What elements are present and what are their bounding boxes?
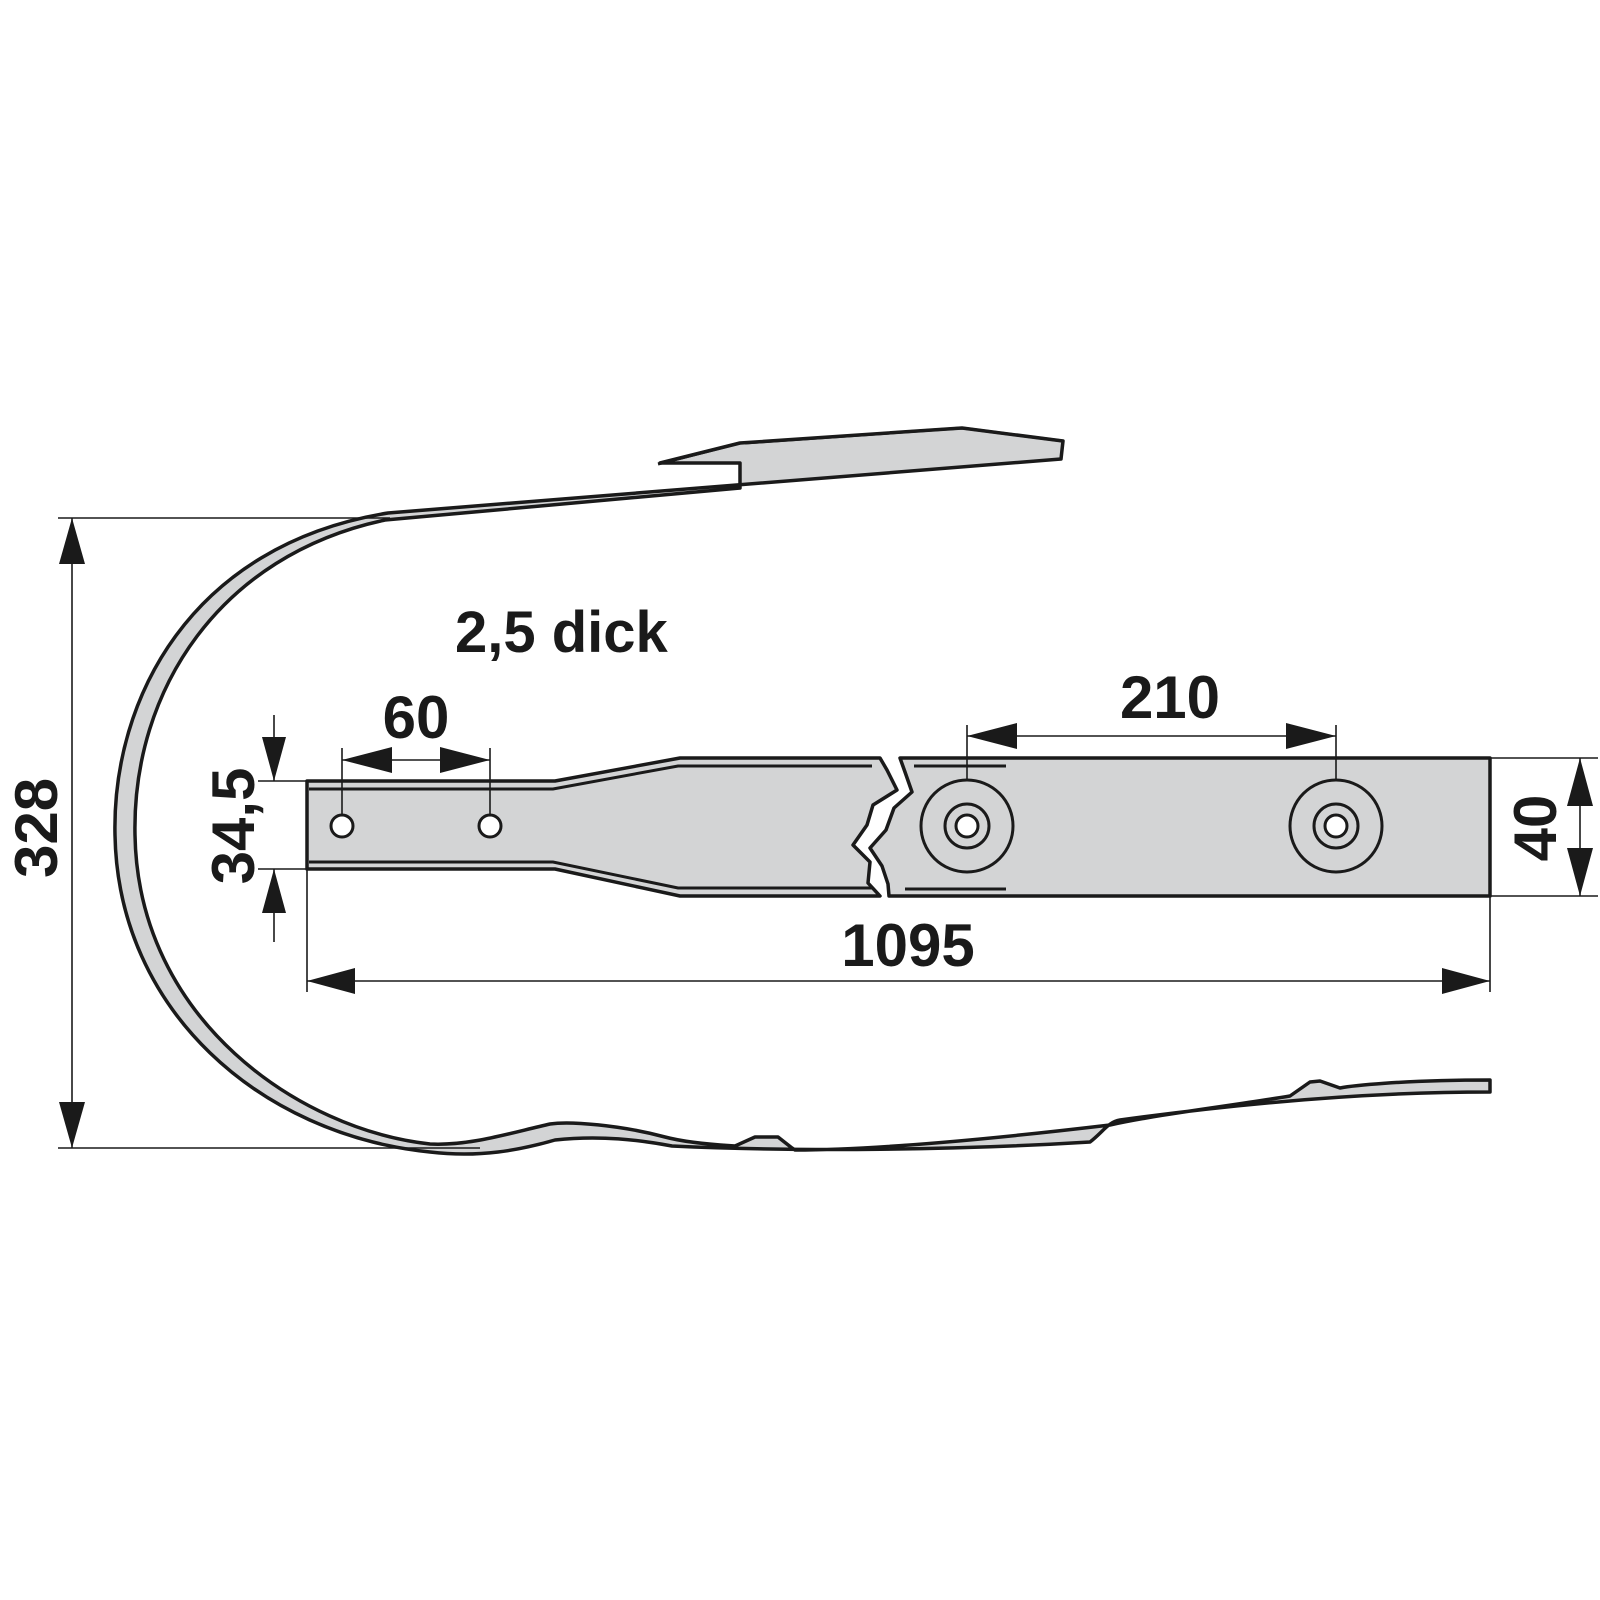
- label-narrow-width: 34,5: [200, 768, 267, 885]
- curved-tine: [113, 426, 1492, 1156]
- label-wide-width: 40: [1502, 795, 1569, 862]
- flat-strip: [305, 756, 1492, 898]
- thickness-note: 2,5 dick: [455, 600, 669, 665]
- dimension-width-40: [1490, 757, 1598, 897]
- label-hole-spacing-large: 210: [1120, 664, 1220, 731]
- small-hole-right: [477, 813, 503, 839]
- dimension-height-328: [58, 517, 480, 1149]
- dimension-width-34-5: [258, 715, 307, 942]
- dimension-hole-spacing-60: [341, 747, 491, 814]
- label-hole-spacing-small: 60: [383, 684, 450, 751]
- small-hole-left: [329, 813, 355, 839]
- label-overall-length: 1095: [841, 912, 974, 979]
- dimension-length-1095: [306, 869, 1491, 994]
- dimension-bolt-spacing-210: [966, 723, 1337, 780]
- label-overall-height: 328: [3, 778, 70, 878]
